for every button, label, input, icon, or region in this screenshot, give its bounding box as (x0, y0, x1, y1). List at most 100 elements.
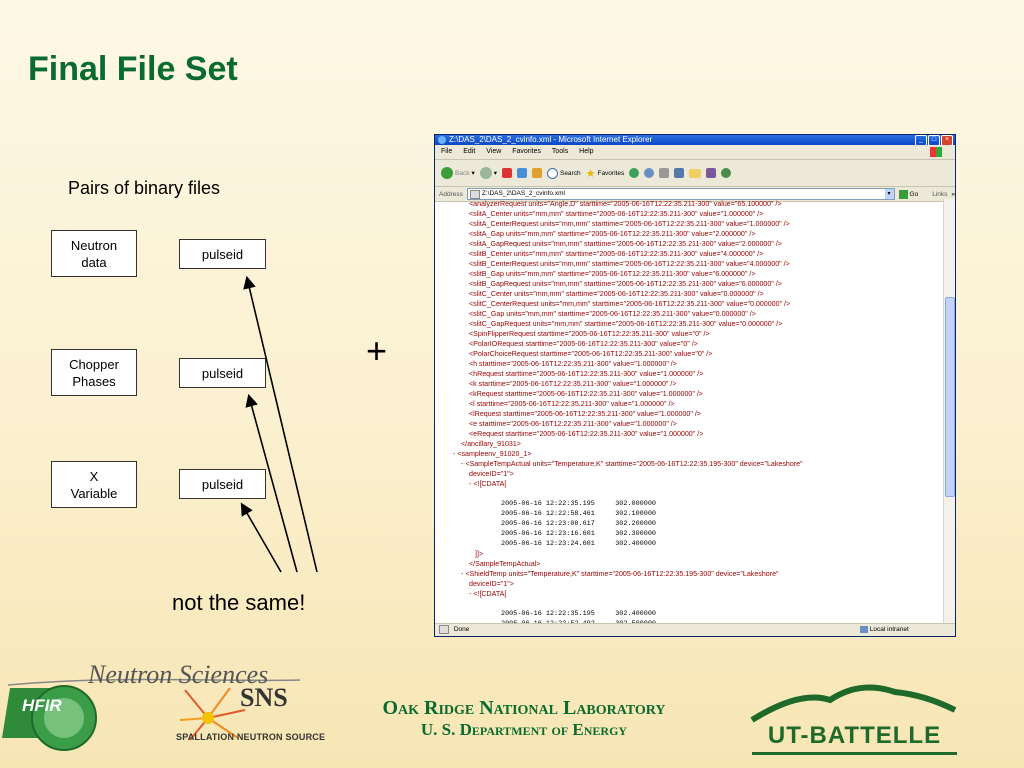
menu-help[interactable]: Help (579, 148, 594, 155)
menu-view[interactable]: View (486, 148, 502, 155)
forward-arrow-icon (479, 167, 492, 179)
xml-line: <SpinFlipperRequest starttime="2005-06-1… (469, 330, 710, 338)
ornl-line-1: Oak Ridge National Laboratory (382, 697, 666, 719)
xml-line: <hRequest starttime="2005-06-16T12:22:35… (469, 370, 704, 378)
print-icon[interactable] (659, 168, 670, 178)
ut-battelle-text: UT-BATTELLE (767, 722, 942, 749)
neutron-data-box: Neutron data (51, 230, 137, 277)
xml-content: <analyzerRequest units="Angle,D" startti… (435, 199, 943, 623)
sns-text: SNS (240, 683, 288, 712)
xml-line: <eRequest starttime="2005-06-16T12:22:35… (469, 430, 704, 438)
xml-line: deviceID="1"> (469, 580, 514, 588)
chevron-right-icon[interactable]: » (951, 190, 955, 198)
xml-line: 2005-06-16 12:22:35.195 302.400000 (501, 610, 656, 618)
address-bar: Address Z:\DAS_2\DAS_2_cvinfo.xml ▾ Go L… (435, 187, 955, 202)
go-button[interactable]: Go (898, 189, 918, 199)
sns-starburst-icon (179, 687, 246, 741)
search-button[interactable]: Search (546, 167, 581, 179)
xml-line: - <SampleTempActual units="Temperature,K… (461, 460, 803, 468)
address-input[interactable]: Z:\DAS_2\DAS_2_cvinfo.xml ▾ (466, 188, 895, 200)
arrow-to-pulseid-1 (243, 275, 318, 573)
xml-line: <slitA_Center units="mm,mm" starttime="2… (469, 210, 764, 218)
xml-line: <l starttime="2005-06-16T12:22:35.211-30… (469, 400, 675, 408)
address-label: Address (439, 190, 463, 198)
menu-tools[interactable]: Tools (551, 148, 569, 155)
status-bar: Done Local intranet (435, 623, 955, 636)
edit-icon[interactable] (674, 168, 685, 178)
xml-line: <slitB_Gap units="mm,mm" starttime="2005… (469, 270, 756, 278)
page-icon (469, 190, 480, 199)
xml-line: <PolarIORequest starttime="2005-06-16T12… (469, 340, 698, 348)
xml-line: <analyzerRequest units="Angle,D" startti… (469, 200, 782, 208)
xml-line: 2005-06-16 12:23:16.601 302.300000 (501, 530, 656, 538)
hfir-text: HFIR (22, 696, 62, 715)
forward-button[interactable]: ▾ (479, 167, 497, 179)
xml-line: <slitA_CenterRequest units="mm,mm" start… (469, 220, 790, 228)
xml-line: 2005-06-16 12:23:24.601 302.400000 (501, 540, 656, 548)
scrollbar-thumb[interactable] (945, 297, 955, 497)
chopper-phases-box: Chopper Phases (51, 349, 137, 396)
home-icon[interactable] (531, 168, 542, 178)
ornl-block: Oak Ridge National Laboratory U. S. Depa… (344, 697, 704, 741)
menu-favorites[interactable]: Favorites (512, 148, 542, 155)
back-button[interactable]: Back ▾ (441, 167, 475, 179)
links-label[interactable]: Links (932, 190, 948, 198)
ut-battelle-logo (750, 684, 957, 755)
xml-line: <slitC_GapRequest units="mm,mm" starttim… (469, 320, 783, 328)
xml-line: <PolarChoiceRequest starttime="2005-06-1… (469, 350, 713, 358)
xml-line: <slitC_CenterRequest units="mm,mm" start… (469, 300, 791, 308)
caption-not-the-same: not the same! (172, 590, 306, 615)
pulseid-box-3: pulseid (179, 469, 266, 499)
window-title: Z:\DAS_2\DAS_2_cvinfo.xml - Microsoft In… (449, 135, 653, 144)
menu-bar: File Edit View Favorites Tools Help (435, 145, 955, 160)
status-text: Done (453, 626, 470, 633)
go-arrow-icon (898, 189, 908, 199)
xml-line: <slitB_CenterRequest units="mm,mm" start… (469, 260, 790, 268)
messenger-icon[interactable] (721, 168, 732, 178)
arrow-to-pulseid-2 (245, 393, 298, 573)
ie-logo-icon (438, 136, 446, 144)
vertical-scrollbar[interactable] (943, 199, 955, 623)
xml-line: <slitA_GapRequest units="mm,mm" starttim… (469, 240, 782, 248)
folder-icon[interactable] (689, 168, 702, 178)
research-icon[interactable] (706, 168, 717, 178)
xml-line (435, 489, 943, 499)
subtitle: Pairs of binary files (68, 178, 221, 198)
favorites-button[interactable]: ★Favorites (585, 167, 625, 180)
xml-line: 2005-06-16 12:23:08.617 302.200000 (501, 520, 656, 528)
sns-subtitle: SPALLATION NEUTRON SOURCE (176, 732, 326, 742)
xml-line: - <![CDATA[ (469, 590, 507, 598)
xml-line: </SampleTempActual> (469, 560, 541, 568)
ornl-line-2: U. S. Department of Energy (420, 720, 628, 739)
windows-flag-icon (930, 147, 942, 157)
xml-line: <slitC_Center units="mm,mm" starttime="2… (469, 290, 764, 298)
xml-line: <k starttime="2005-06-16T12:22:35.211-30… (469, 380, 677, 388)
x-variable-box: X Variable (51, 461, 137, 508)
pulseid-box-1: pulseid (179, 239, 266, 269)
xml-line: - <ShieldTemp units="Temperature,K" star… (461, 570, 779, 578)
xml-line: - <sampleenv_91020_1> (453, 450, 532, 458)
neutron-sciences-wordmark: Neutron Sciences (88, 660, 269, 689)
xml-line: <lRequest starttime="2005-06-16T12:22:35… (469, 410, 701, 418)
address-dropdown-icon[interactable]: ▾ (884, 189, 894, 199)
star-icon: ★ (585, 167, 596, 180)
zone-indicator: Local intranet (860, 624, 909, 636)
arrow-to-pulseid-3 (240, 502, 282, 573)
toolbar: Back ▾ ▾ Search ★Favorites (435, 160, 955, 187)
menu-file[interactable]: File (441, 148, 453, 155)
menu-edit[interactable]: Edit (463, 148, 476, 155)
xml-line: <kRequest starttime="2005-06-16T12:22:35… (469, 390, 703, 398)
history-icon[interactable] (629, 168, 640, 178)
browser-title-bar[interactable]: Z:\DAS_2\DAS_2_cvinfo.xml - Microsoft In… (435, 135, 955, 146)
slide-title: Final File Set (28, 50, 238, 88)
xml-line: 2005-06-16 12:22:58.461 302.100000 (501, 510, 656, 518)
browser-window[interactable]: Z:\DAS_2\DAS_2_cvinfo.xml - Microsoft In… (434, 134, 956, 637)
mail-icon[interactable] (644, 168, 655, 178)
stop-icon[interactable] (501, 168, 512, 178)
xml-line: <slitA_Gap units="mm,mm" starttime="2005… (469, 230, 756, 238)
xml-line: </ancillary_91031> (461, 440, 521, 448)
xml-line: <slitB_GapRequest units="mm,mm" starttim… (469, 280, 782, 288)
refresh-icon[interactable] (516, 168, 527, 178)
xml-line: <slitB_Center units="mm,mm" starttime="2… (469, 250, 764, 258)
pulseid-box-2: pulseid (179, 358, 266, 388)
